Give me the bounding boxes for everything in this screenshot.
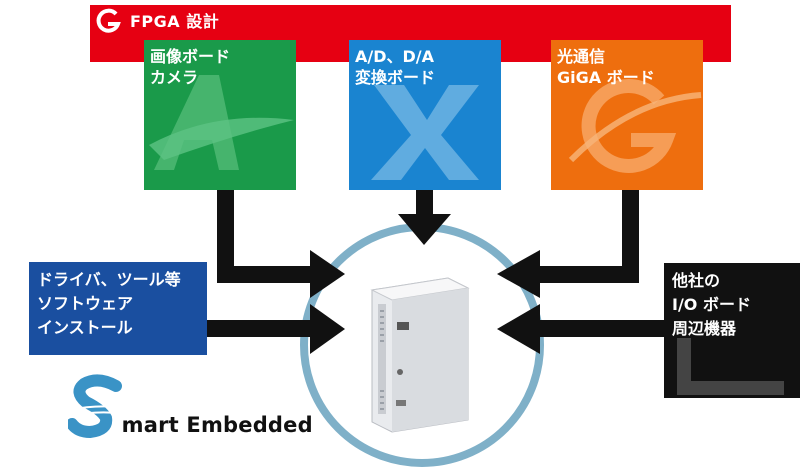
arrow-left-head xyxy=(310,304,345,354)
banner-title: FPGA 設計 xyxy=(130,12,220,31)
arrows xyxy=(206,190,665,354)
smart-embedded-brand: Smart Embedded xyxy=(90,413,313,437)
camera-board-label: 画像ボード カメラ xyxy=(150,47,231,87)
orange-g-logo-icon xyxy=(568,78,702,173)
arrow-adda-shaft xyxy=(416,190,433,220)
arrow-camera-vertical xyxy=(217,190,234,280)
arrow-optical-vertical xyxy=(622,190,639,280)
software-box: ドライバ、ツール等 ソフトウェア インストール xyxy=(29,262,207,355)
arrow-camera-head xyxy=(310,250,345,298)
arrow-right-head xyxy=(497,304,540,354)
green-a-logo-icon xyxy=(149,75,294,170)
arrow-adda-head xyxy=(398,214,451,245)
adda-board-box: A/D、D/A 変換ボード xyxy=(349,40,501,190)
arrow-optical-horizontal xyxy=(532,266,639,283)
adda-board-label: A/D、D/A 変換ボード xyxy=(355,47,436,87)
smart-s-logo-icon xyxy=(68,374,127,439)
arrow-optical-head xyxy=(497,250,540,298)
arrow-left-shaft xyxy=(206,320,316,337)
other-io-label: 他社の I/O ボード 周辺機器 xyxy=(672,271,751,338)
brand-initial: S xyxy=(90,431,92,433)
blue-x-logo-icon xyxy=(371,85,479,180)
camera-board-box: 画像ボード カメラ xyxy=(144,40,296,190)
other-io-box: 他社の I/O ボード 周辺機器 xyxy=(664,263,800,398)
software-label: ドライバ、ツール等 ソフトウェア インストール xyxy=(37,270,181,337)
arrow-camera-horizontal xyxy=(217,266,317,283)
fpga-logo-icon xyxy=(96,8,121,33)
optical-board-box: 光通信 GiGA ボード xyxy=(551,40,703,190)
io-box-decor-icon xyxy=(677,338,784,395)
optical-board-label: 光通信 GiGA ボード xyxy=(557,47,655,87)
arrow-right-shaft xyxy=(540,320,665,337)
brand-text: mart Embedded xyxy=(121,413,313,437)
computer-tower-icon xyxy=(370,277,470,433)
